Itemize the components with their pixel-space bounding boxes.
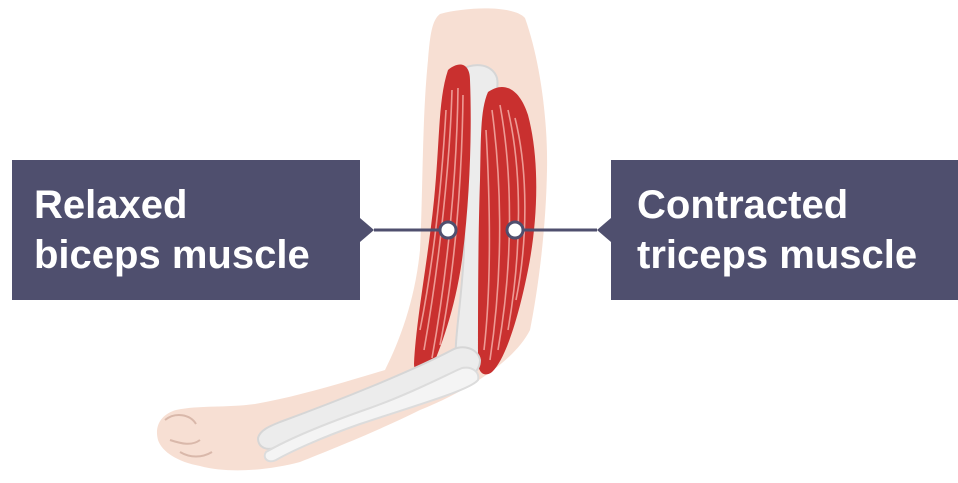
biceps-marker (440, 222, 456, 238)
triceps-marker (507, 222, 523, 238)
biceps-label-line2: biceps muscle (34, 230, 360, 280)
biceps-label-pointer (360, 218, 374, 242)
triceps-label-pointer (597, 218, 611, 242)
triceps-label-line2: triceps muscle (637, 230, 958, 280)
triceps-label-line1: Contracted (637, 180, 958, 230)
triceps-label: Contracted triceps muscle (611, 160, 958, 300)
biceps-label: Relaxed biceps muscle (12, 160, 360, 300)
biceps-label-line1: Relaxed (34, 180, 360, 230)
